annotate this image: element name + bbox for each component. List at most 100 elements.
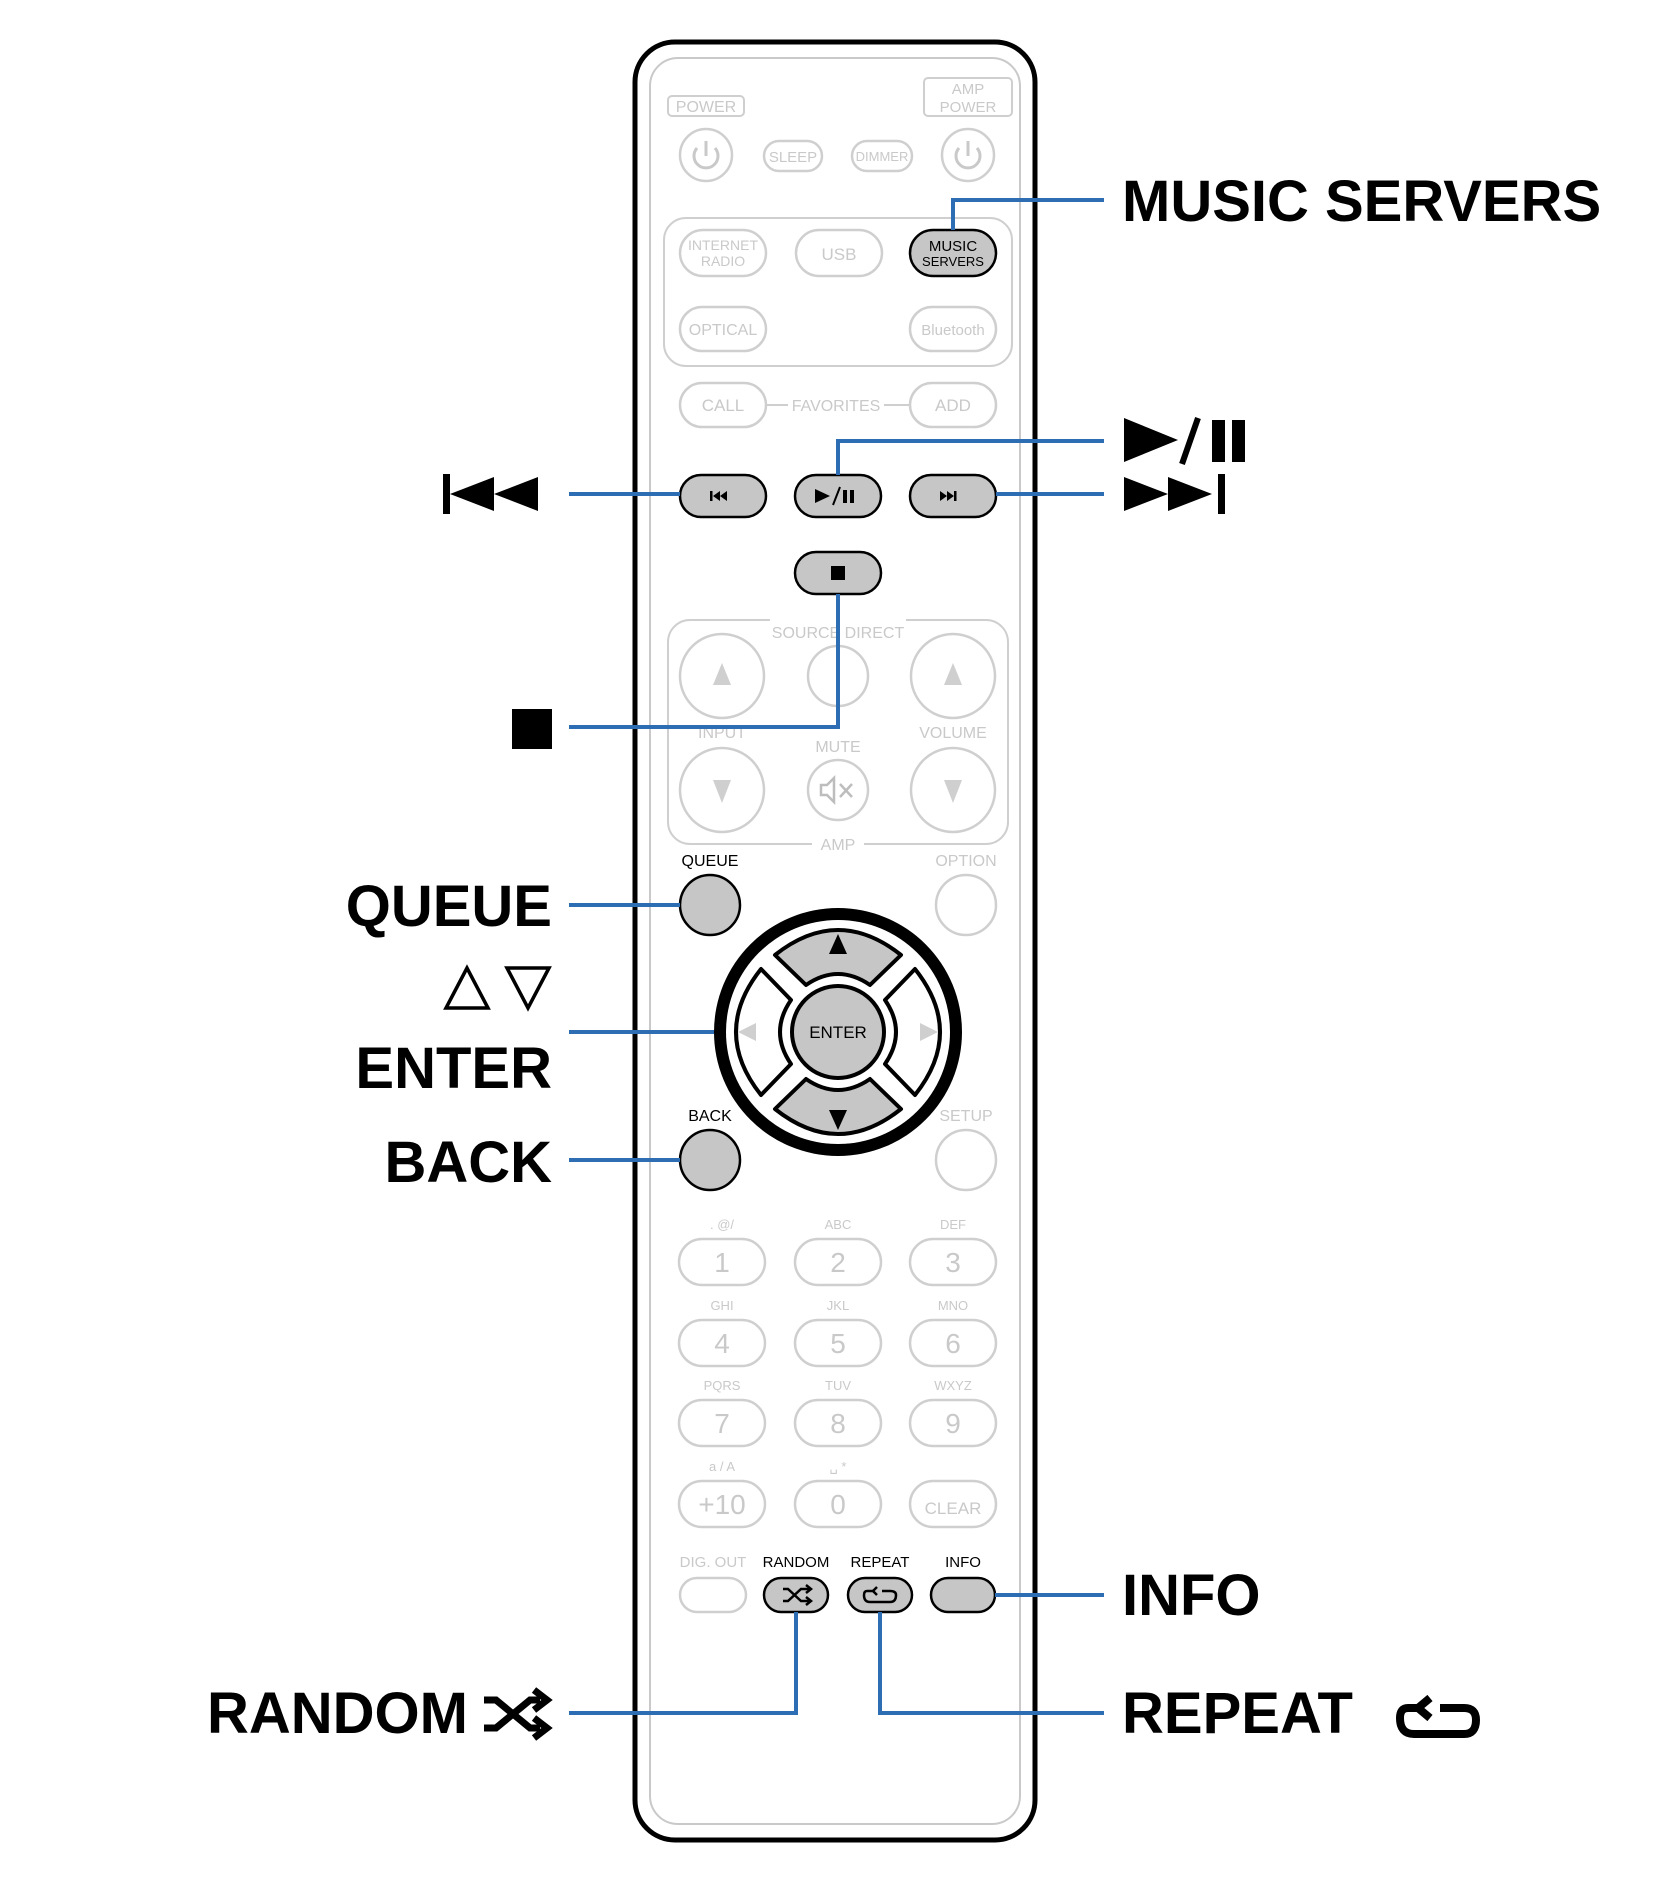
sleep-button[interactable]: SLEEP	[762, 139, 824, 173]
call-label: CALL	[702, 396, 745, 415]
play-pause-small-icon	[815, 486, 854, 506]
power-button[interactable]	[678, 127, 734, 183]
callout-back: BACK	[384, 1130, 552, 1195]
keypad-button-9[interactable]: 9	[908, 1398, 998, 1448]
volume-up-button[interactable]	[909, 632, 997, 720]
option-label: OPTION	[935, 853, 996, 870]
usb-button[interactable]: USB	[794, 228, 884, 278]
volume-down-icon	[944, 780, 962, 803]
add-label: ADD	[935, 396, 971, 415]
mute-icon	[819, 774, 853, 806]
random-button[interactable]	[762, 1576, 830, 1614]
repeat-button[interactable]	[846, 1576, 914, 1614]
keypad-digit-label: 1	[714, 1247, 730, 1278]
keypad-letters-label: WXYZ	[934, 1378, 972, 1393]
callout-random: RANDOM	[207, 1681, 468, 1746]
keypad-digit-label: 5	[830, 1328, 846, 1359]
dig-out-button[interactable]	[678, 1576, 748, 1614]
leader-random	[569, 1612, 798, 1715]
keypad-button-2[interactable]: 2	[793, 1237, 883, 1287]
keypad-letters-label: GHI	[710, 1298, 733, 1313]
optical-button[interactable]: OPTICAL	[678, 305, 768, 353]
input-up-button[interactable]	[678, 632, 766, 720]
dimmer-button[interactable]: DIMMER	[850, 139, 914, 173]
amp-power-label-line1: AMP	[952, 81, 985, 98]
add-button[interactable]: ADD	[908, 381, 998, 429]
keypad-button-3[interactable]: 3	[908, 1237, 998, 1287]
input-label: INPUT	[698, 725, 746, 742]
dpad-right-icon	[920, 1023, 938, 1041]
source-group-box	[663, 217, 1013, 367]
keypad-digit-label: +10	[698, 1489, 746, 1520]
keypad-button-0[interactable]: 0	[793, 1479, 883, 1529]
enter-button[interactable]: ENTER	[790, 984, 886, 1080]
setup-button[interactable]	[934, 1128, 998, 1192]
callout-info: INFO	[1122, 1563, 1261, 1628]
keypad-digit-label: 7	[714, 1408, 730, 1439]
dpad-down-button[interactable]	[773, 1077, 903, 1136]
queue-button[interactable]	[678, 873, 742, 937]
dpad-left-icon	[738, 1023, 756, 1041]
mute-label: MUTE	[815, 739, 860, 756]
play-pause-button[interactable]	[793, 473, 883, 519]
bluetooth-button[interactable]: Bluetooth	[908, 305, 998, 353]
option-button[interactable]	[934, 873, 998, 937]
callout-repeat: REPEAT	[1122, 1681, 1353, 1746]
keypad-button-4[interactable]: 4	[677, 1318, 767, 1368]
usb-label: USB	[822, 245, 857, 264]
stop-small-icon	[831, 566, 845, 580]
keypad-letters-label: JKL	[827, 1298, 849, 1313]
repeat-small-icon	[862, 1586, 898, 1604]
input-down-button[interactable]	[678, 746, 766, 834]
keypad-button-8[interactable]: 8	[793, 1398, 883, 1448]
skip-back-button[interactable]	[678, 473, 768, 519]
amp-power-icon	[954, 141, 982, 170]
keypad-letters-label: MNO	[938, 1298, 968, 1313]
repeat-small-label: REPEAT	[851, 1554, 910, 1571]
keypad-digit-label: 2	[830, 1247, 846, 1278]
input-up-icon	[713, 663, 731, 685]
keypad-button-5[interactable]: 5	[793, 1318, 883, 1368]
skip-forward-button[interactable]	[908, 473, 998, 519]
keypad: 1. @/2ABC3DEF4GHI5JKL6MNO7PQRS8TUV9WXYZ+…	[677, 1217, 998, 1529]
dpad-up-button[interactable]	[773, 928, 903, 987]
internet-radio-button[interactable]: INTERNET RADIO	[678, 228, 768, 278]
mute-button[interactable]	[806, 758, 870, 822]
internet-radio-label-line1: INTERNET	[688, 237, 758, 253]
keypad-button-plus10[interactable]: +10	[677, 1479, 767, 1529]
info-button[interactable]	[929, 1576, 997, 1614]
dpad-right-button[interactable]	[883, 967, 942, 1097]
amp-power-button[interactable]	[940, 127, 996, 183]
up-down-triangle-icon	[443, 964, 552, 1012]
dig-out-label: DIG. OUT	[680, 1554, 747, 1571]
volume-up-icon	[944, 663, 962, 685]
keypad-button-6[interactable]: 6	[908, 1318, 998, 1368]
dpad-left-button[interactable]	[734, 967, 793, 1097]
queue-label: QUEUE	[682, 853, 739, 870]
repeat-icon	[1395, 1694, 1481, 1738]
callout-music-servers: MUSIC SERVERS	[1122, 169, 1601, 234]
keypad-button-7[interactable]: 7	[677, 1398, 767, 1448]
stop-button[interactable]	[793, 550, 883, 596]
leader-stop	[569, 594, 840, 729]
dimmer-label: DIMMER	[856, 149, 909, 164]
back-button[interactable]	[678, 1128, 742, 1192]
music-servers-button[interactable]: MUSIC SERVERS	[908, 228, 998, 278]
leader-music-servers	[951, 198, 1104, 230]
volume-label: VOLUME	[919, 725, 987, 742]
power-label-box	[667, 95, 745, 117]
remote-body-inner	[649, 57, 1021, 1825]
keypad-letters-label: a / A	[709, 1459, 735, 1474]
keypad-button-clear[interactable]: CLEAR	[908, 1479, 998, 1529]
keypad-button-1[interactable]: 1	[677, 1237, 767, 1287]
skip-back-icon	[443, 474, 538, 514]
optical-label: OPTICAL	[689, 322, 758, 339]
call-button[interactable]: CALL	[678, 381, 768, 429]
keypad-digit-label: CLEAR	[925, 1499, 982, 1518]
leader-play-pause	[836, 439, 1104, 475]
volume-down-button[interactable]	[909, 746, 997, 834]
dpad-down-icon	[829, 1110, 847, 1130]
keypad-digit-label: 6	[945, 1328, 961, 1359]
keypad-letters-label: . @/	[710, 1217, 734, 1232]
skip-forward-icon	[1124, 474, 1225, 514]
